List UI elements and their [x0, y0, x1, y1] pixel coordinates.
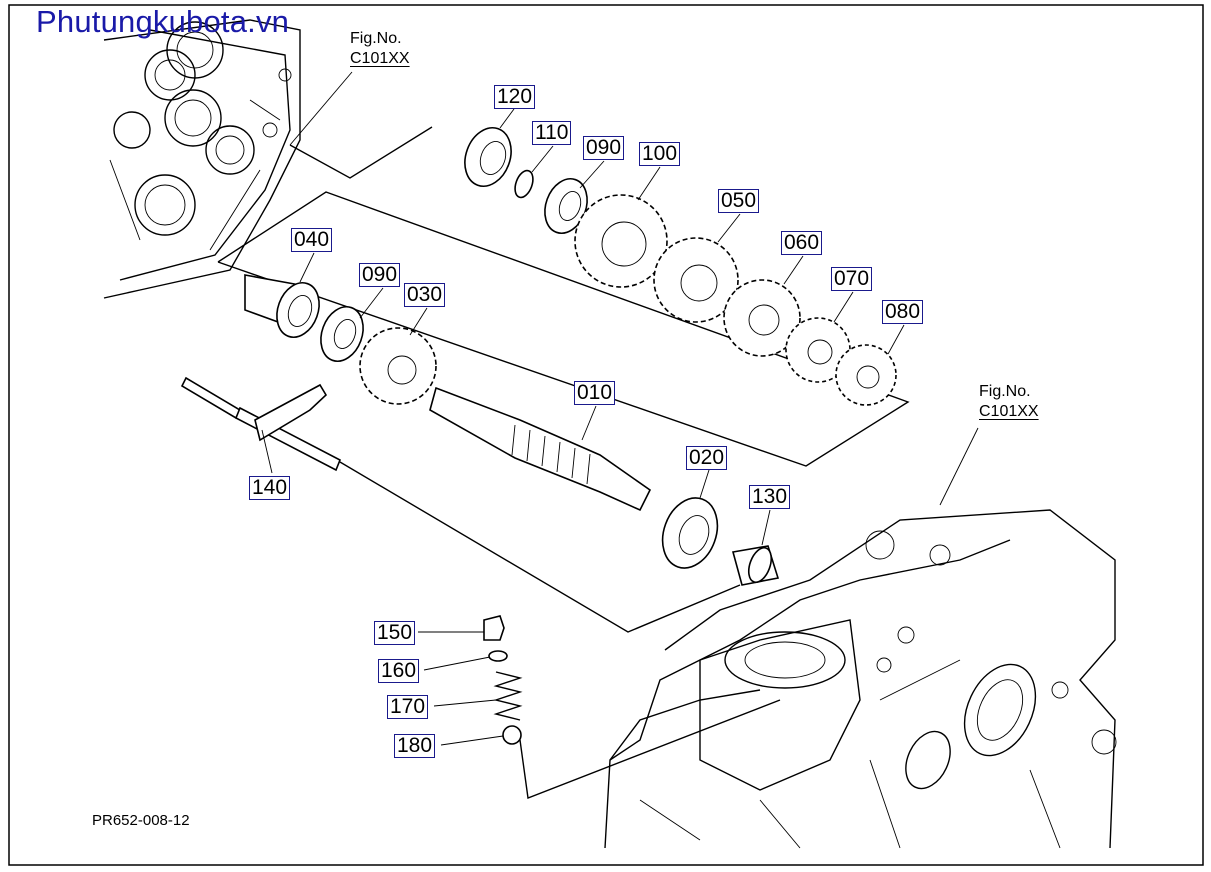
- callout-030[interactable]: 030: [404, 283, 446, 307]
- plug-150: [483, 615, 505, 641]
- callout-060[interactable]: 060: [781, 231, 823, 255]
- callout-150[interactable]: 150: [374, 621, 416, 645]
- group-outline-upper: [217, 126, 910, 467]
- callout-010[interactable]: 010: [574, 381, 616, 405]
- drawing-id: PR652-008-12: [92, 812, 190, 829]
- callout-090-upper[interactable]: 090: [583, 136, 625, 160]
- figure-reference-code: C101XX: [350, 50, 410, 67]
- gear-050: [653, 237, 739, 323]
- shaft-010: [429, 386, 652, 512]
- figure-reference-lower[interactable]: Fig.No. C101XX: [979, 382, 1039, 422]
- collar-110: [514, 169, 534, 199]
- callout-130[interactable]: 130: [749, 485, 791, 509]
- splined-sleeve-040: [244, 274, 320, 338]
- gear-060: [723, 279, 801, 357]
- callout-050[interactable]: 050: [718, 189, 760, 213]
- diagram-border: [8, 4, 1204, 866]
- callout-080[interactable]: 080: [882, 300, 924, 324]
- callout-140[interactable]: 140: [249, 476, 291, 500]
- spring-170: [493, 671, 523, 721]
- watermark-text: Phutungkubota.vn: [36, 4, 290, 39]
- transmission-case-upper-left: [103, 19, 301, 299]
- callout-070[interactable]: 070: [831, 267, 873, 291]
- callout-100[interactable]: 100: [639, 142, 681, 166]
- bearing-120: [464, 127, 512, 187]
- shift-fork-140: [180, 376, 342, 472]
- group-outline-detent: [519, 699, 781, 799]
- bearing-090-lower: [320, 306, 364, 362]
- ball-180: [502, 725, 522, 745]
- leader-lines: [261, 71, 979, 746]
- figure-reference-upper[interactable]: Fig.No. C101XX: [350, 29, 410, 69]
- figure-reference-label: Fig.No.: [979, 383, 1031, 400]
- gear-100: [574, 194, 668, 288]
- group-outline-lower: [339, 461, 741, 633]
- callout-040[interactable]: 040: [291, 228, 333, 252]
- bearing-020: [661, 497, 719, 569]
- callout-020[interactable]: 020: [686, 446, 728, 470]
- gear-070: [785, 317, 851, 383]
- callout-090-lower[interactable]: 090: [359, 263, 401, 287]
- callout-120[interactable]: 120: [494, 85, 536, 109]
- gear-030: [359, 327, 437, 405]
- callout-110[interactable]: 110: [532, 121, 572, 145]
- transmission-case-lower-right: [604, 509, 1117, 849]
- callout-160[interactable]: 160: [378, 659, 420, 683]
- needle-bearing-130: [731, 545, 780, 586]
- figure-reference-label: Fig.No.: [350, 30, 402, 47]
- washer-160: [488, 650, 508, 662]
- callout-180[interactable]: 180: [394, 734, 436, 758]
- gear-080: [835, 344, 897, 406]
- figure-reference-code: C101XX: [979, 403, 1039, 420]
- callout-170[interactable]: 170: [387, 695, 429, 719]
